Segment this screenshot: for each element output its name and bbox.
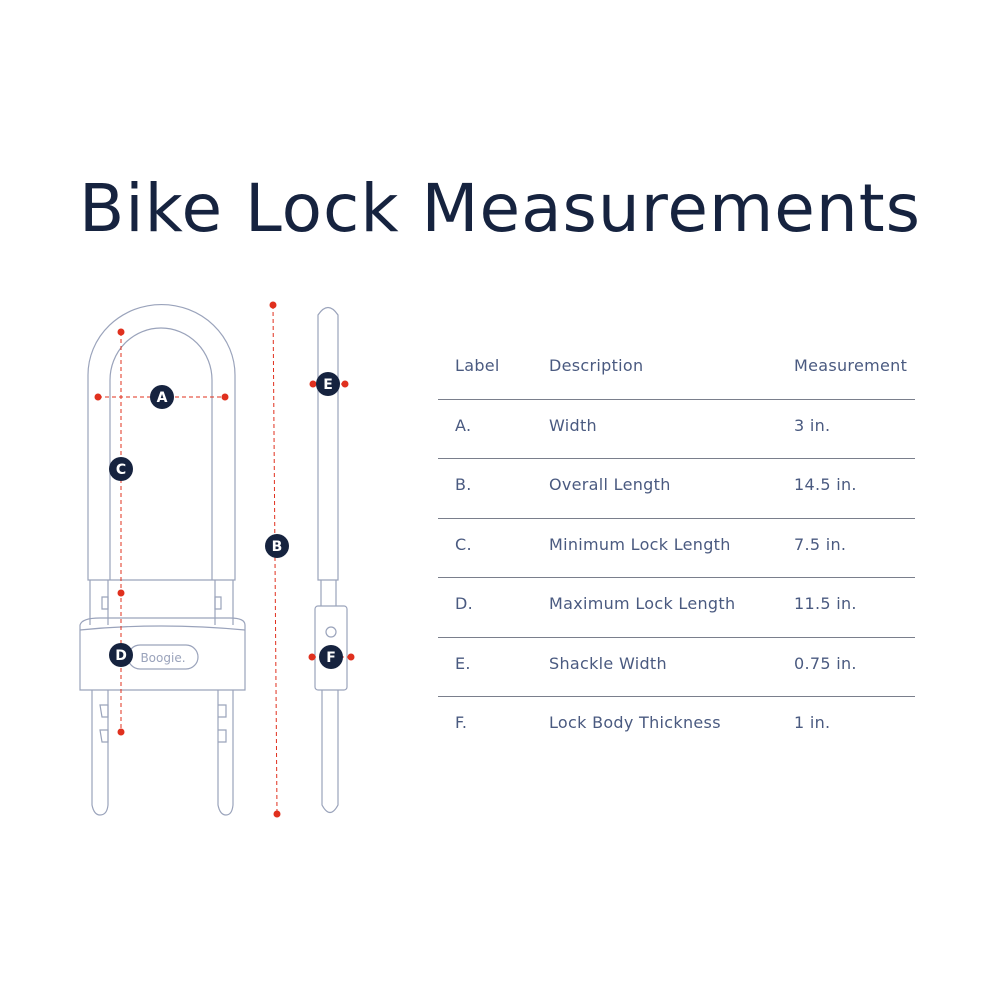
marker-e: E [316,372,340,396]
measurement-endpoints [94,301,355,818]
cell-description: Shackle Width [549,653,667,673]
marker-d: D [109,643,133,667]
header-measurement: Measurement [794,356,908,375]
page-title: Bike Lock Measurements [78,170,922,247]
measurements-table: Label Description Measurement A. Width 3 i… [438,340,915,756]
table-row: E. Shackle Width 0.75 in. [438,638,915,697]
table-row: C. Minimum Lock Length 7.5 in. [438,519,915,578]
svg-text:C: C [116,462,126,478]
header-label: Label [455,356,500,375]
svg-text:A: A [157,390,168,406]
cell-measurement: 1 in. [794,713,831,732]
cell-description: Overall Length [549,475,671,494]
cell-measurement: 3 in. [794,415,831,435]
svg-text:F: F [326,650,336,666]
cell-measurement: 14.5 in. [794,475,857,494]
cell-label: E. [455,653,471,673]
cell-label: F. [455,713,468,732]
svg-text:D: D [115,648,127,664]
brand-logo: Boogie. [140,651,185,665]
cell-description: Width [549,415,597,435]
markers: A C B D E F [109,372,343,669]
table-header: Label Description Measurement [438,340,915,400]
cell-measurement: 11.5 in. [794,594,857,613]
cell-label: C. [455,534,472,554]
table-row: D. Maximum Lock Length 11.5 in. [438,578,915,638]
marker-f: F [319,645,343,669]
table-row: B. Overall Length 14.5 in. [438,459,915,519]
table-row: F. Lock Body Thickness 1 in. [438,697,915,756]
svg-text:E: E [323,377,333,393]
cell-label: D. [455,594,474,613]
cell-measurement: 0.75 in. [794,653,857,673]
marker-b: B [265,534,289,558]
svg-text:B: B [272,539,283,555]
marker-c: C [109,457,133,481]
cell-measurement: 7.5 in. [794,534,847,554]
cell-label: B. [455,475,472,494]
table-row: A. Width 3 in. [438,400,915,459]
marker-a: A [150,385,174,409]
cell-description: Maximum Lock Length [549,594,736,613]
cell-description: Lock Body Thickness [549,713,721,732]
cell-label: A. [455,415,472,435]
cell-description: Minimum Lock Length [549,534,731,554]
header-description: Description [549,356,644,375]
u-lock-front-view [79,304,348,816]
